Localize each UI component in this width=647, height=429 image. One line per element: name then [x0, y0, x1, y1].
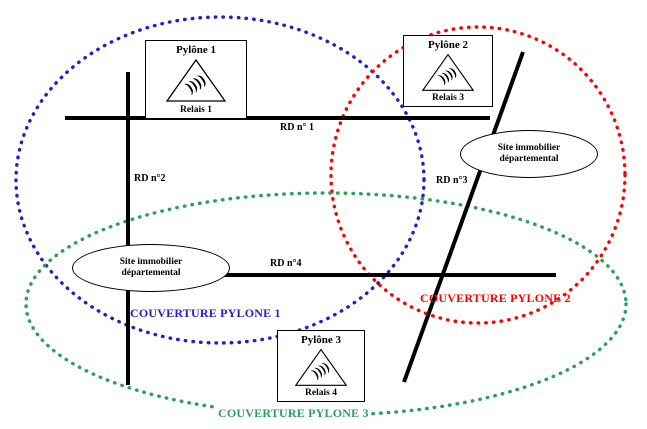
pylon-box-2: Pylône 2 )))) Relais 3: [403, 35, 493, 107]
site-label: Site immobilier départemental: [119, 257, 183, 278]
road-label-rd1: RD n° 1: [280, 122, 315, 133]
antenna-triangle-outline: [294, 348, 348, 386]
pylon-box-1: Pylône 1 )))) Relais 1: [145, 40, 247, 119]
pylon-relay-label: Relais 4: [305, 388, 337, 398]
coverage-label-pylone1: COUVERTURE PYLONE 1: [130, 306, 281, 320]
antenna-triangle-outline: [165, 58, 227, 102]
antenna-triangle-icon: )))): [421, 53, 475, 91]
site-oval-right: Site immobilier départemental: [460, 130, 598, 178]
pylon-title: Pylône 2: [427, 39, 469, 51]
site-label: Site immobilier départemental: [497, 143, 561, 164]
road-line-rd3: [402, 51, 525, 383]
pylon-relay-label: Relais 1: [180, 105, 212, 115]
coverage-label-pylone3: COUVERTURE PYLONE 3: [216, 406, 371, 421]
road-label-rd4: RD n°4: [270, 258, 302, 269]
antenna-triangle-outline: [421, 53, 475, 91]
coverage-label-pylone2: COUVERTURE PYLONE 2: [420, 291, 571, 305]
coverage-ellipse-pylone2: [329, 25, 627, 325]
pylon-box-3: Pylône 3 )))) Relais 4: [277, 330, 365, 402]
pylon-title: Pylône 1: [175, 44, 217, 56]
radio-waves-icon: )))): [183, 72, 208, 96]
antenna-triangle-icon: )))): [165, 58, 227, 102]
road-label-rd3: RD n°3: [436, 175, 468, 186]
site-oval-left: Site immobilier départemental: [72, 244, 230, 292]
pylon-title: Pylône 3: [300, 334, 342, 346]
road-label-rd2: RD n°2: [134, 173, 166, 184]
coverage-ellipse-pylone1: [14, 15, 426, 345]
pylon-relay-label: Relais 3: [432, 93, 464, 103]
antenna-triangle-icon: )))): [294, 348, 348, 386]
